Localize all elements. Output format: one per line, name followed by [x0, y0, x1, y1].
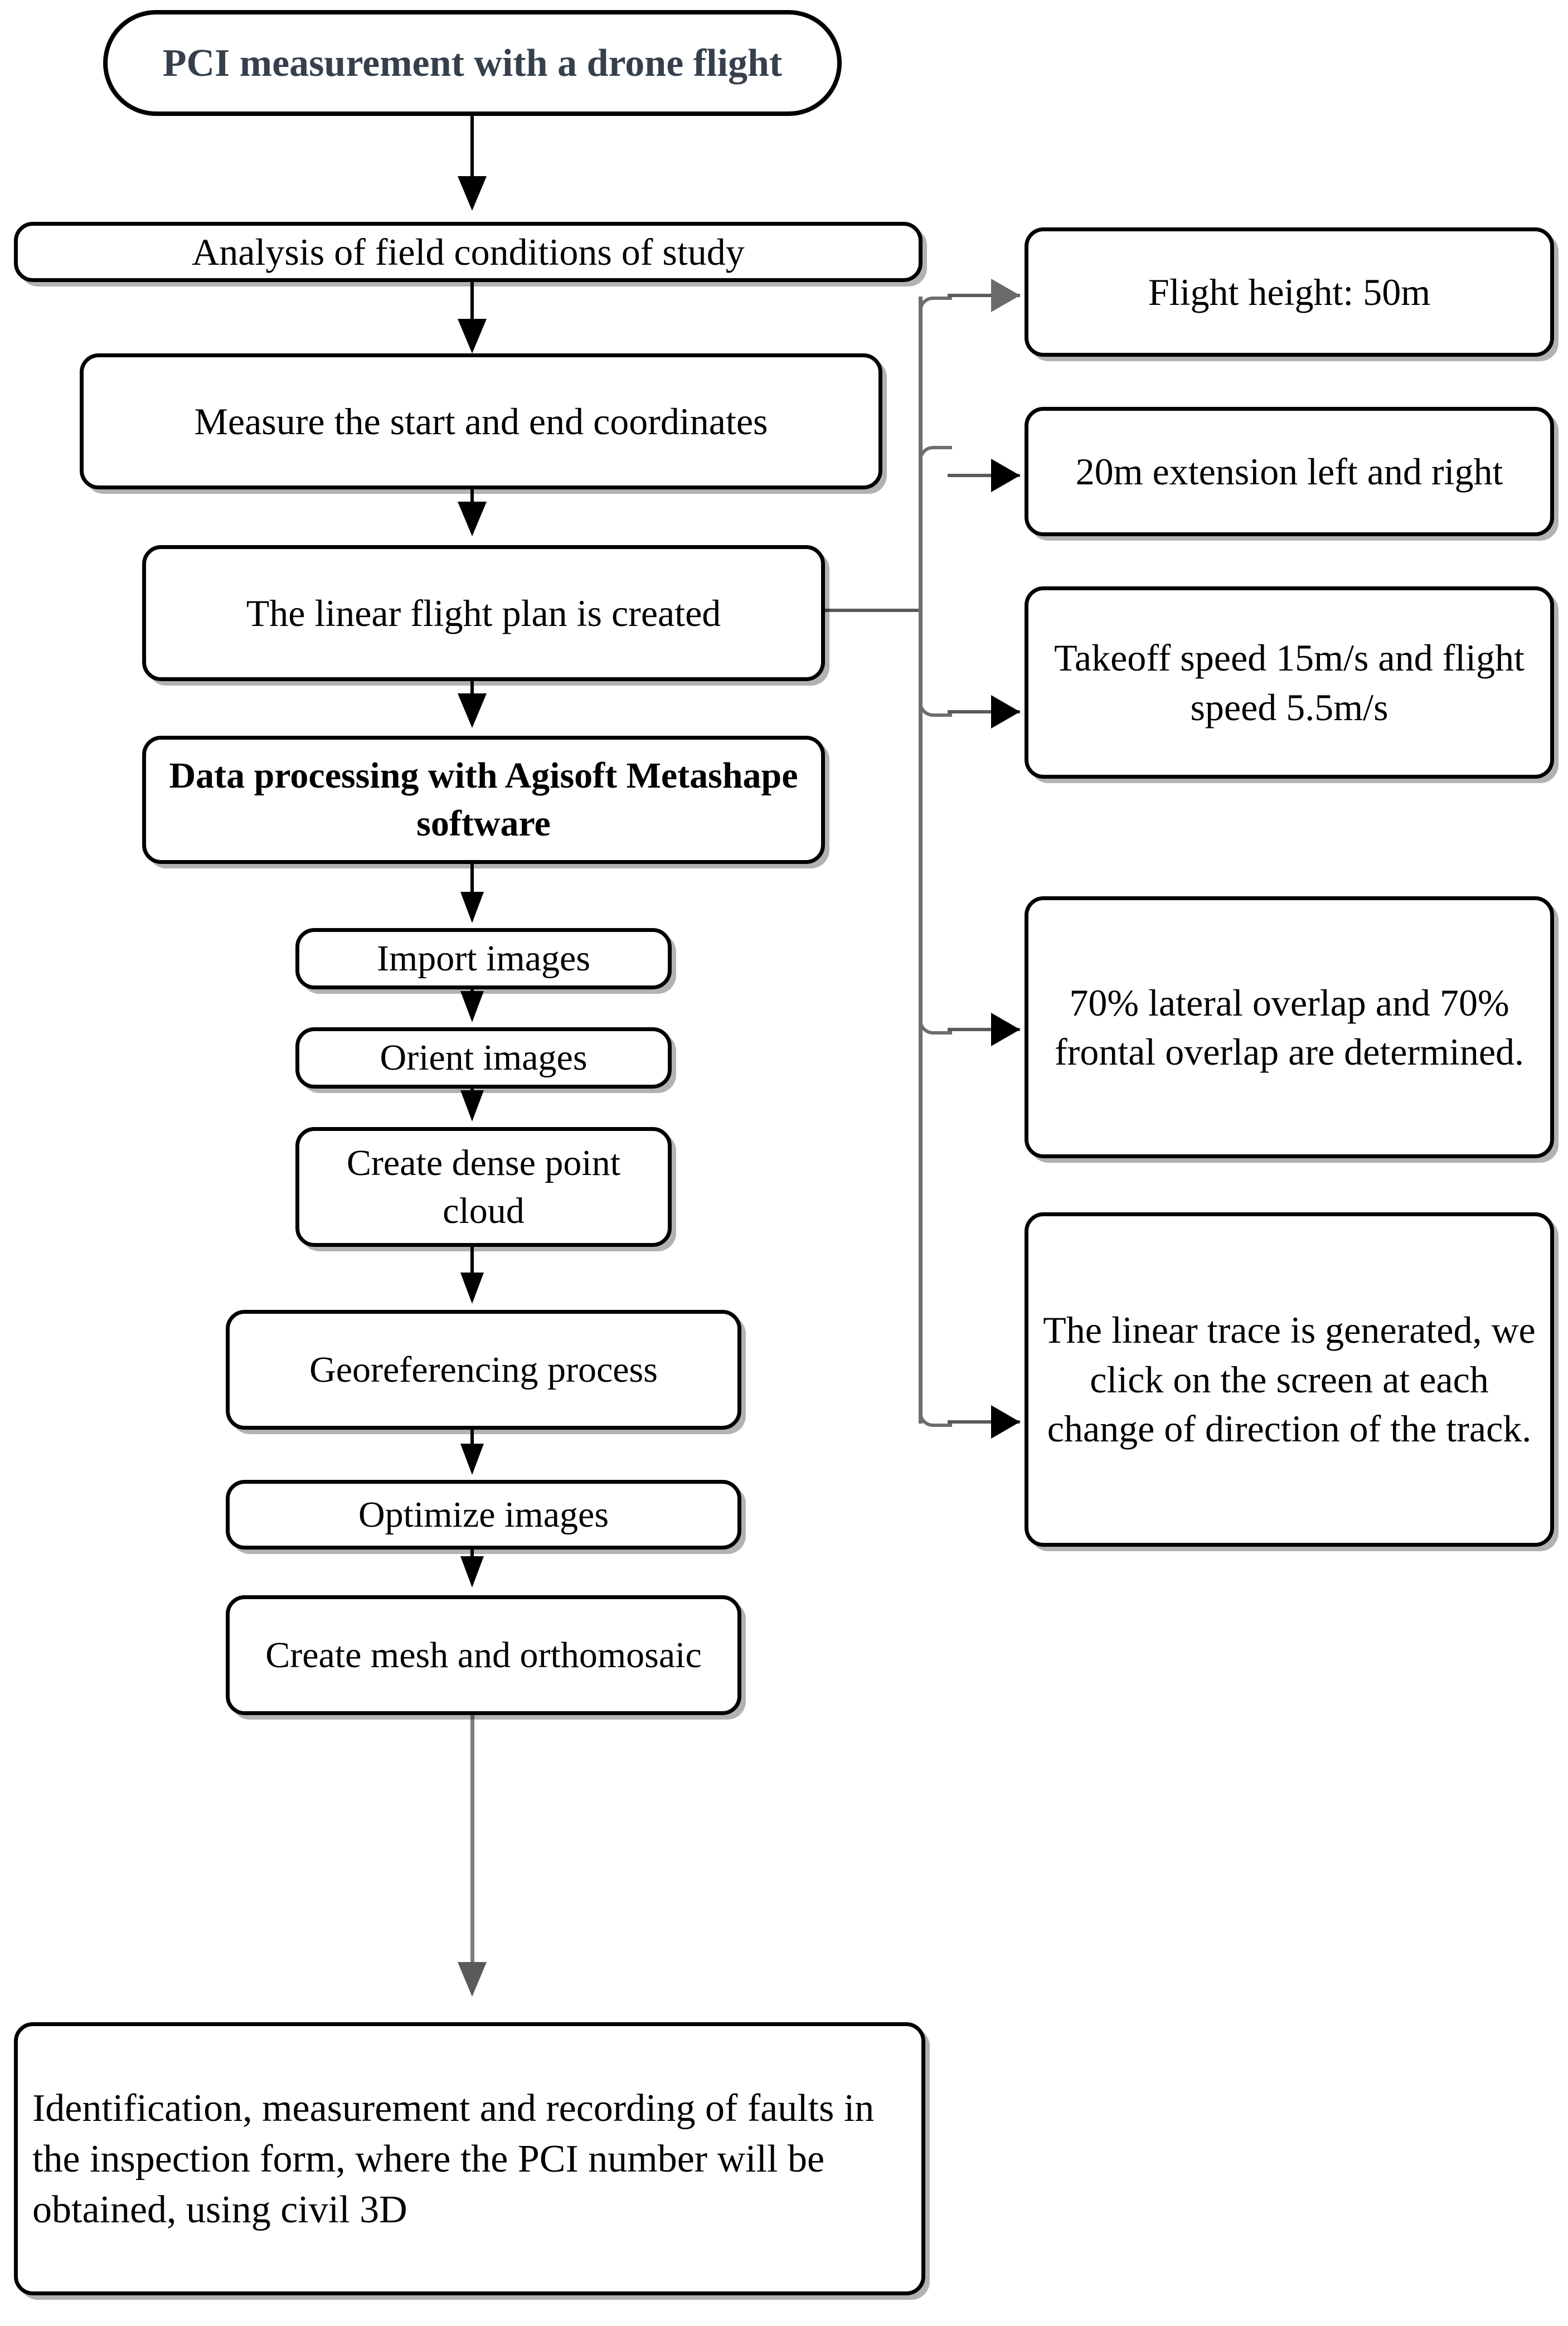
- node-final-identification-label: Identification, measurement and recordin…: [32, 2086, 875, 2231]
- arrowhead-branch-note1: [991, 279, 1020, 312]
- note-overlap[interactable]: 70% lateral overlap and 70% frontal over…: [1025, 896, 1554, 1158]
- note-overlap-label: 70% lateral overlap and 70% frontal over…: [1054, 981, 1525, 1073]
- arrowhead-coords-to-flightplan: [458, 502, 487, 536]
- node-agisoft-processing[interactable]: Data processing with Agisoft Metashape s…: [142, 736, 825, 864]
- node-start-label: PCI measurement with a drone flight: [162, 41, 783, 85]
- node-flight-plan[interactable]: The linear flight plan is created: [142, 545, 825, 681]
- connector-elbow-note3: [919, 669, 952, 717]
- node-analysis[interactable]: Analysis of field conditions of study: [14, 222, 923, 282]
- connector-elbow-note4: [919, 987, 952, 1035]
- arrowhead-branch-note3: [991, 695, 1020, 729]
- node-optimize-images[interactable]: Optimize images: [226, 1480, 741, 1550]
- connector-branch-note1: [948, 294, 1020, 297]
- arrowhead-agisoft-to-import: [460, 892, 484, 923]
- arrowhead-analysis-to-coords: [458, 319, 487, 353]
- note-flight-height[interactable]: Flight height: 50m: [1025, 227, 1554, 357]
- connector-branch-note3: [948, 710, 1020, 713]
- connector-agisoft-to-import: [470, 864, 474, 914]
- node-analysis-label: Analysis of field conditions of study: [192, 230, 745, 273]
- connector-analysis-to-coords: [470, 282, 474, 332]
- note-extension[interactable]: 20m extension left and right: [1025, 407, 1554, 536]
- arrowhead-import-to-orient: [460, 991, 484, 1022]
- connector-branch-note5: [948, 1420, 1020, 1424]
- node-import-images-label: Import images: [376, 938, 591, 979]
- node-import-images[interactable]: Import images: [295, 928, 672, 989]
- connector-elbow-note2: [919, 446, 952, 480]
- note-speeds-label: Takeoff speed 15m/s and flight speed 5.5…: [1054, 637, 1525, 729]
- arrowhead-branch-note4: [991, 1013, 1020, 1046]
- connector-elbow-note5: [919, 1377, 952, 1427]
- connector-elbow-note1: [919, 297, 952, 331]
- node-flight-plan-label: The linear flight plan is created: [246, 591, 721, 634]
- node-start[interactable]: PCI measurement with a drone flight: [103, 10, 842, 116]
- arrowhead-optimize-to-mesh: [460, 1556, 484, 1587]
- node-georeferencing-label: Georeferencing process: [309, 1349, 658, 1390]
- connector-start-to-analysis: [470, 116, 474, 186]
- connector-branch-note2: [948, 474, 1020, 477]
- arrowhead-flightplan-to-agisoft: [458, 693, 487, 728]
- node-final-identification[interactable]: Identification, measurement and recordin…: [14, 2022, 925, 2295]
- note-speeds[interactable]: Takeoff speed 15m/s and flight speed 5.5…: [1025, 586, 1554, 779]
- arrowhead-branch-note2: [991, 459, 1020, 492]
- arrowhead-mesh-to-final: [458, 1962, 487, 1997]
- connector-spine-vertical: [919, 297, 923, 1424]
- node-optimize-images-label: Optimize images: [358, 1494, 609, 1535]
- node-create-mesh-orthomosaic-label: Create mesh and orthomosaic: [265, 1634, 702, 1676]
- note-extension-label: 20m extension left and right: [1075, 450, 1503, 493]
- arrowhead-branch-note5: [991, 1405, 1020, 1439]
- note-flight-height-label: Flight height: 50m: [1148, 270, 1431, 313]
- node-orient-images[interactable]: Orient images: [295, 1027, 672, 1089]
- node-measure-coordinates-label: Measure the start and end coordinates: [194, 400, 768, 443]
- arrowhead-start-to-analysis: [458, 176, 487, 211]
- note-linear-trace-label: The linear trace is generated, we click …: [1043, 1309, 1536, 1450]
- connector-branch-note4: [948, 1028, 1020, 1031]
- connector-mesh-to-final: [470, 1715, 474, 1991]
- node-georeferencing[interactable]: Georeferencing process: [226, 1310, 741, 1430]
- node-measure-coordinates[interactable]: Measure the start and end coordinates: [80, 353, 882, 489]
- connector-flightplan-to-spine: [825, 609, 921, 612]
- arrowhead-orient-to-dense: [460, 1090, 484, 1121]
- arrowhead-dense-to-georef: [460, 1273, 484, 1304]
- node-create-dense-point-cloud-label: Create dense point cloud: [346, 1142, 621, 1231]
- note-linear-trace[interactable]: The linear trace is generated, we click …: [1025, 1212, 1554, 1547]
- node-create-mesh-orthomosaic[interactable]: Create mesh and orthomosaic: [226, 1595, 741, 1715]
- node-orient-images-label: Orient images: [380, 1037, 588, 1079]
- node-agisoft-processing-label: Data processing with Agisoft Metashape s…: [169, 755, 798, 844]
- arrowhead-georef-to-optimize: [460, 1444, 484, 1475]
- node-create-dense-point-cloud[interactable]: Create dense point cloud: [295, 1127, 672, 1247]
